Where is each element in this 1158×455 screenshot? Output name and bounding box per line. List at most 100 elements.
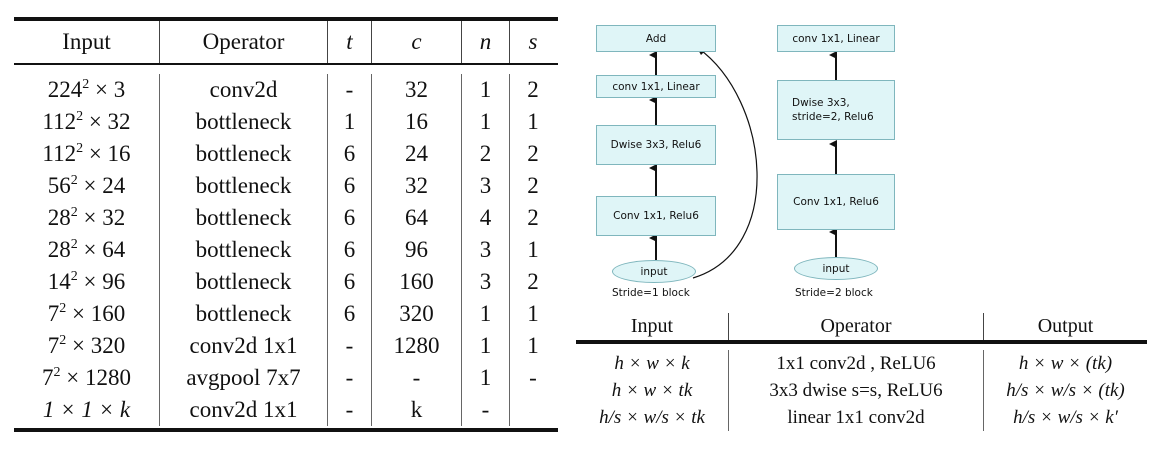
bottleneck-block-diagram: Add conv 1x1, Linear Dwise 3x3, Relu6 Co… [585, 10, 905, 305]
cell-operator: 3x3 dwise s=s, ReLU6 [728, 377, 983, 404]
cell-c: 1280 [371, 330, 461, 362]
linear-conv-node: conv 1x1, Linear [596, 75, 716, 98]
cell-t: 6 [327, 298, 371, 330]
header-c: c [371, 21, 461, 63]
table-header-rule [14, 63, 558, 65]
cell-s: 2 [509, 74, 556, 106]
table-bottom-rule [14, 428, 558, 432]
table-row: h/s × w/s × tk linear 1x1 conv2d h/s × w… [576, 404, 1147, 431]
expand-conv-node: Conv 1x1, Relu6 [596, 196, 716, 236]
cell-c: 16 [371, 106, 461, 138]
cell-t: - [327, 394, 371, 426]
cell-n: 1 [461, 330, 509, 362]
s2-expand-conv-node: Conv 1x1, Relu6 [777, 174, 895, 230]
table-row: 282 × 32 bottleneck 6 64 4 2 [14, 202, 558, 234]
cell-n: 4 [461, 202, 509, 234]
cell-operator: bottleneck [159, 106, 327, 138]
s2-dwise-node: Dwise 3x3,stride=2, Relu6 [777, 80, 895, 140]
cell-t: 6 [327, 170, 371, 202]
cell-n: 1 [461, 74, 509, 106]
cell-operator: bottleneck [159, 170, 327, 202]
cell-s: 2 [509, 202, 556, 234]
cell-s: 1 [509, 298, 556, 330]
header-s: s [509, 21, 556, 63]
cell-input: 2242 × 3 [47, 77, 126, 102]
cell-s [509, 394, 556, 426]
cell-n: 3 [461, 266, 509, 298]
s2-linear-conv-node: conv 1x1, Linear [777, 25, 895, 52]
input-node: input [612, 260, 696, 283]
cell-t: - [327, 330, 371, 362]
header-input: Input [630, 315, 674, 337]
header-n: n [461, 21, 509, 63]
cell-operator: bottleneck [159, 138, 327, 170]
cell-operator: linear 1x1 conv2d [728, 404, 983, 431]
table-row: h × w × tk 3x3 dwise s=s, ReLU6 h/s × w/… [576, 377, 1147, 404]
cell-s: 2 [509, 138, 556, 170]
cell-n: 3 [461, 170, 509, 202]
cell-input: 142 × 96 [47, 269, 126, 294]
cell-s: 1 [509, 234, 556, 266]
header-operator: Operator [728, 313, 983, 340]
architecture-table: Input Operator t c n s 2242 × 3 conv2d -… [14, 17, 558, 432]
table-row: 1122 × 16 bottleneck 6 24 2 2 [14, 138, 558, 170]
cell-t: - [327, 362, 371, 394]
cell-c: 24 [371, 138, 461, 170]
table-row: 72 × 1280 avgpool 7x7 - - 1 - [14, 362, 558, 394]
header-operator: Operator [159, 21, 327, 63]
table-header-rule [576, 340, 1147, 344]
cell-operator: 1x1 conv2d , ReLU6 [728, 350, 983, 377]
cell-input: 562 × 24 [47, 173, 126, 198]
table-row: 1 × 1 × k conv2d 1x1 - k - [14, 394, 558, 426]
cell-input: h × w × k [614, 353, 690, 374]
stride2-caption: Stride=2 block [795, 287, 873, 299]
dwise-node: Dwise 3x3, Relu6 [596, 125, 716, 165]
skip-connection [692, 47, 758, 279]
cell-output: h/s × w/s × (tk) [983, 377, 1147, 404]
table-row: 1122 × 32 bottleneck 1 16 1 1 [14, 106, 558, 138]
cell-input: 1122 × 32 [42, 109, 131, 134]
cell-c: k [371, 394, 461, 426]
cell-t: 6 [327, 202, 371, 234]
cell-t: 6 [327, 138, 371, 170]
bottleneck-table: Input Operator Output h × w × k 1x1 conv… [576, 313, 1147, 431]
cell-c: 96 [371, 234, 461, 266]
cell-input: 1 × 1 × k [42, 397, 131, 422]
cell-s: 2 [509, 170, 556, 202]
stride1-caption: Stride=1 block [612, 287, 690, 299]
cell-c: 160 [371, 266, 461, 298]
cell-operator: bottleneck [159, 298, 327, 330]
table-row: 142 × 96 bottleneck 6 160 3 2 [14, 266, 558, 298]
cell-n: 1 [461, 362, 509, 394]
header-t: t [327, 21, 371, 63]
cell-s: - [509, 362, 556, 394]
cell-n: 1 [461, 298, 509, 330]
cell-c: - [371, 362, 461, 394]
cell-operator: bottleneck [159, 202, 327, 234]
cell-n: 1 [461, 106, 509, 138]
table-header-row: Input Operator Output [576, 313, 1147, 340]
cell-t: - [327, 74, 371, 106]
cell-c: 64 [371, 202, 461, 234]
table-row: h × w × k 1x1 conv2d , ReLU6 h × w × (tk… [576, 350, 1147, 377]
cell-operator: conv2d 1x1 [159, 394, 327, 426]
cell-operator: bottleneck [159, 266, 327, 298]
table-row: 282 × 64 bottleneck 6 96 3 1 [14, 234, 558, 266]
cell-s: 1 [509, 330, 556, 362]
cell-operator: bottleneck [159, 234, 327, 266]
header-output: Output [983, 313, 1147, 340]
cell-t: 6 [327, 234, 371, 266]
table-body: 2242 × 3 conv2d - 32 1 2 1122 × 32 bottl… [14, 65, 558, 428]
cell-input: 282 × 32 [47, 205, 126, 230]
table-row: 72 × 160 bottleneck 6 320 1 1 [14, 298, 558, 330]
header-input: Input [62, 29, 111, 54]
cell-output: h × w × (tk) [983, 350, 1147, 377]
cell-s: 2 [509, 266, 556, 298]
table-top-rule [14, 17, 558, 21]
cell-s: 1 [509, 106, 556, 138]
s2-input-node: input [794, 257, 878, 280]
table-body: h × w × k 1x1 conv2d , ReLU6 h × w × (tk… [576, 344, 1147, 431]
cell-c: 32 [371, 74, 461, 106]
table-row: 562 × 24 bottleneck 6 32 3 2 [14, 170, 558, 202]
cell-input: 282 × 64 [47, 237, 126, 262]
